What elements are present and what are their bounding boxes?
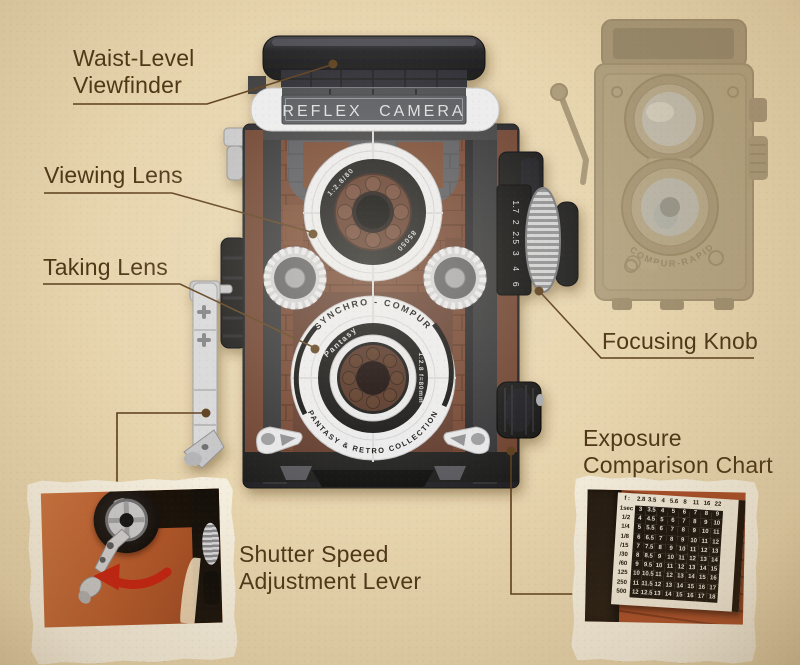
- vintage-camera-photo: COMPUR-RAPID: [550, 19, 768, 310]
- label-viewing-lens: Viewing Lens: [44, 162, 183, 188]
- shutter-lever-photo: [41, 489, 223, 628]
- svg-text:2: 2: [511, 220, 521, 225]
- vintage-viewing-lens: [624, 74, 714, 164]
- lever-and-arrow-overlay: [41, 489, 223, 628]
- leader-lines: [43, 64, 754, 595]
- leader-dots: [201, 59, 544, 456]
- left-gear-dial: [263, 246, 327, 310]
- lower-right-knob: [496, 381, 544, 439]
- svg-text:3: 3: [511, 251, 521, 256]
- shutter-lever-assembly: [183, 280, 233, 469]
- vintage-taking-lens: [621, 158, 719, 256]
- taking-lens-spec-text: 1:2.8 f=80mm: [417, 353, 424, 404]
- viewfinder-hood: [248, 35, 486, 96]
- left-corner-wing: [256, 426, 303, 455]
- svg-text:1.7: 1.7: [511, 200, 521, 213]
- svg-text:4: 4: [511, 266, 521, 271]
- label-line: Exposure: [583, 425, 682, 451]
- label-line: Comparison Chart: [583, 452, 773, 478]
- red-arrow: [115, 572, 167, 585]
- right-corner-wing: [443, 426, 490, 455]
- svg-text:2.5: 2.5: [511, 231, 521, 244]
- nameplate: REFLEX CAMERA: [250, 87, 500, 132]
- viewing-lens-interior: 1:2.8/80 85050: [320, 159, 426, 265]
- label-waist-level-viewfinder: Waist-Level Viewfinder: [73, 45, 195, 99]
- right-gear-dial: [423, 246, 487, 310]
- label-line: Waist-Level: [73, 45, 195, 71]
- label-focusing-knob: Focusing Knob: [602, 328, 759, 354]
- label-exposure-comparison-chart: Exposure Comparison Chart: [583, 425, 773, 479]
- red-arrow-head: [93, 563, 121, 591]
- label-taking-lens: Taking Lens: [43, 254, 168, 280]
- label-shutter-speed-adjustment-lever: Shutter Speed Adjustment Lever: [239, 541, 421, 595]
- focus-scale: 1.7 2 2.5 3 4 6: [511, 200, 521, 287]
- nameplate-text: REFLEX CAMERA: [282, 103, 465, 120]
- lever-knob: [72, 573, 107, 607]
- focusing-knob-wheel: [525, 187, 561, 293]
- svg-text:6: 6: [511, 282, 521, 287]
- inset-photo-shutter-lever: [25, 475, 238, 665]
- label-line: Shutter Speed: [239, 541, 389, 567]
- label-line: Viewfinder: [73, 72, 182, 98]
- label-line: Adjustment Lever: [239, 568, 422, 594]
- vintage-crank: [558, 93, 590, 185]
- lego-camera: 1:2.8/80 85050 SYNCHRO - COMPUR: [183, 35, 579, 489]
